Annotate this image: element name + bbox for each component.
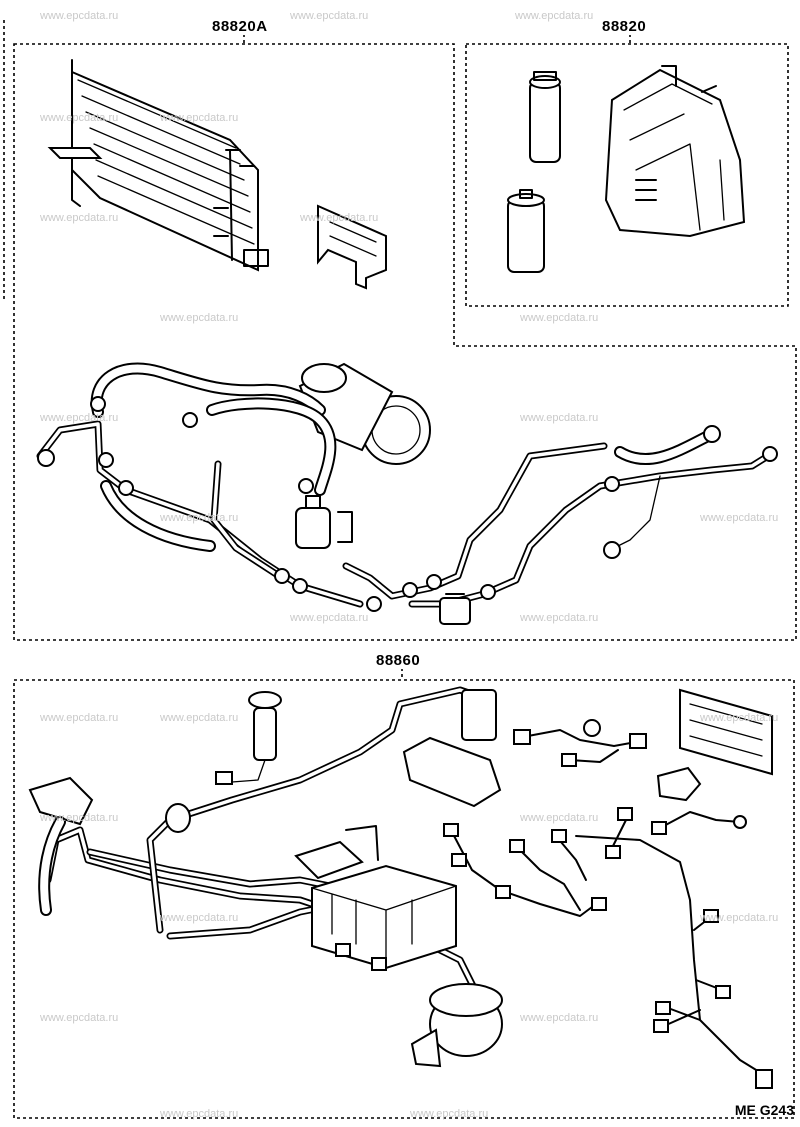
watermark: www.epcdata.ru xyxy=(520,612,599,624)
condenser xyxy=(47,59,269,272)
watermark: www.epcdata.ru xyxy=(300,212,379,224)
watermark: www.epcdata.ru xyxy=(160,912,239,924)
vacuum-tank xyxy=(410,983,503,1068)
watermark: www.epcdata.ru xyxy=(515,10,594,22)
hose-grommet xyxy=(165,803,191,833)
suction-hoses xyxy=(90,362,718,552)
expansion-valve xyxy=(439,593,471,625)
watermark: www.epcdata.ru xyxy=(160,312,239,324)
watermark: www.epcdata.ru xyxy=(160,1108,239,1120)
wire-harness xyxy=(451,729,767,1077)
frame-88820A xyxy=(13,34,797,641)
receiver-can xyxy=(529,71,561,163)
watermark: www.epcdata.ru xyxy=(160,112,239,124)
thermo-sensor xyxy=(603,475,661,559)
watermark: www.epcdata.ru xyxy=(520,1012,599,1024)
vsv-valve xyxy=(215,691,282,785)
diagram-code: ME G243 xyxy=(734,1102,794,1118)
amplifier xyxy=(679,688,773,776)
watermark: www.epcdata.ru xyxy=(40,10,119,22)
harness-connectors xyxy=(443,719,773,1089)
watermark: www.epcdata.ru xyxy=(40,412,119,424)
watermark: www.epcdata.ru xyxy=(160,512,239,524)
watermark: www.epcdata.ru xyxy=(160,712,239,724)
relay xyxy=(656,766,702,802)
cooling-unit xyxy=(604,65,746,238)
frame-88860 xyxy=(13,668,795,1119)
refrigerant-can xyxy=(507,189,545,273)
watermark: www.epcdata.ru xyxy=(40,712,119,724)
watermark: www.epcdata.ru xyxy=(40,112,119,124)
group-label-88820A: 88820A xyxy=(210,18,270,35)
watermark: www.epcdata.ru xyxy=(520,812,599,824)
watermark: www.epcdata.ru xyxy=(40,212,119,224)
group-label-88860: 88860 xyxy=(374,652,423,669)
watermark: www.epcdata.ru xyxy=(290,10,369,22)
pipe-fittings xyxy=(37,396,778,612)
watermark: www.epcdata.ru xyxy=(700,512,779,524)
solenoid-block xyxy=(294,825,457,971)
vacuum-actuator-left xyxy=(28,776,94,916)
idle-up-valve xyxy=(402,689,502,808)
watermark: www.epcdata.ru xyxy=(290,612,369,624)
frame-88820 xyxy=(465,34,789,307)
watermark: www.epcdata.ru xyxy=(410,1108,489,1120)
watermark: www.epcdata.ru xyxy=(40,1012,119,1024)
pressure-switch xyxy=(295,495,353,549)
watermark: www.epcdata.ru xyxy=(520,412,599,424)
bracket xyxy=(317,204,387,290)
watermark: www.epcdata.ru xyxy=(520,312,599,324)
group-label-88820: 88820 xyxy=(600,18,649,35)
watermark: www.epcdata.ru xyxy=(700,712,779,724)
watermark: www.epcdata.ru xyxy=(40,812,119,824)
watermark: www.epcdata.ru xyxy=(700,912,779,924)
